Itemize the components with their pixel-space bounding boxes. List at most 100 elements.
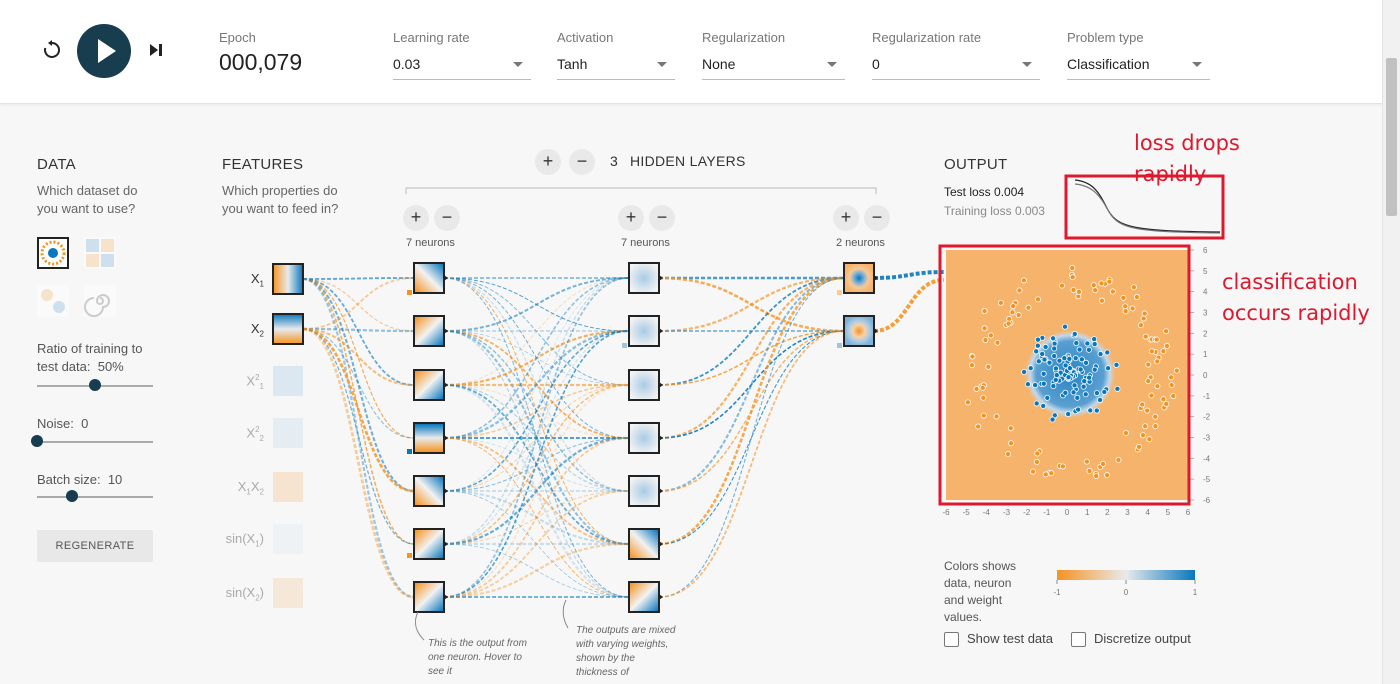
layer2-add-neuron-button[interactable]: + [618, 205, 644, 231]
chevron-down-icon [513, 62, 523, 67]
y-tick-label: -1 [1203, 392, 1211, 401]
play-button[interactable] [77, 24, 131, 78]
orange-data-point [1145, 361, 1152, 368]
batch-value: 10 [107, 472, 123, 487]
y-tick-label: 5 [1203, 267, 1208, 276]
link-l1n0-l2n2 [443, 277, 630, 386]
dataset-xor[interactable] [84, 237, 116, 269]
batch-slider-track[interactable] [37, 496, 153, 498]
layer1-add-neuron-button[interactable]: + [403, 205, 429, 231]
orange-data-point [987, 332, 994, 339]
orange-data-point [1083, 458, 1090, 465]
orange-data-point [1170, 393, 1177, 400]
orange-data-point [981, 325, 988, 332]
orange-data-point [1168, 374, 1175, 381]
scrollbar[interactable] [1382, 0, 1400, 684]
layer3-add-neuron-button[interactable]: + [833, 205, 859, 231]
orange-data-point [981, 308, 988, 315]
dataset-gaussian[interactable] [37, 285, 69, 317]
blue-data-point [1093, 390, 1100, 397]
dataset-spiral[interactable] [84, 285, 116, 317]
blue-data-point [1114, 385, 1121, 392]
regenerate-button[interactable]: REGENERATE [37, 530, 153, 562]
problem-type-select[interactable]: Classification [1067, 54, 1210, 80]
orange-data-point [1142, 423, 1149, 430]
feature-label-4: X22 [224, 425, 264, 443]
layer2-neuron-6-heatmap [630, 530, 658, 558]
show-test-data-checkbox[interactable] [944, 632, 959, 647]
layer3-remove-neuron-button[interactable]: − [864, 205, 890, 231]
batch-slider-knob[interactable] [65, 490, 78, 502]
link-f0-l1n1 [302, 278, 415, 332]
regularization-rate-select[interactable]: 0 [872, 54, 1040, 80]
layer2-neuron-3-heatmap [630, 371, 658, 399]
y-tick-label: 6 [1203, 246, 1208, 255]
feature-node-2[interactable] [272, 313, 304, 345]
discretize-output-checkbox[interactable] [1071, 632, 1086, 647]
feature-node-3[interactable] [273, 366, 303, 396]
show-test-data-label[interactable]: Show test data [967, 631, 1053, 646]
blue-data-point [1039, 350, 1046, 357]
layer1-neurons-label: 7 neurons [406, 237, 455, 249]
feature-label-part: 2 [255, 425, 260, 434]
orange-data-point [982, 337, 989, 344]
orange-data-point [1141, 310, 1148, 317]
link-l1n3-l2n0 [443, 277, 630, 439]
noise-slider-track[interactable] [37, 441, 153, 443]
feature-node-5[interactable] [273, 472, 303, 502]
add-layer-button[interactable]: + [535, 149, 561, 175]
test-loss: Test loss 0.004 [944, 185, 1024, 199]
step-icon[interactable] [148, 42, 164, 58]
link-f1-l1n1 [302, 327, 415, 333]
feature-node-1[interactable] [272, 263, 304, 295]
dataset-circle[interactable] [37, 237, 69, 269]
link-l1n2-l2n0 [443, 277, 630, 386]
blue-data-point [1041, 356, 1048, 363]
noise-label-text: Noise: [37, 416, 74, 431]
link-f1-l1n6 [302, 327, 415, 599]
data-subtitle: Which dataset do you want to use? [37, 183, 138, 216]
blue-data-point [1062, 362, 1069, 369]
noise-slider-knob[interactable] [31, 435, 43, 447]
layers-label: HIDDEN LAYERS [630, 153, 746, 169]
layer2-neuron-5-output-arrow [659, 488, 663, 494]
link-l1n6-l2n5 [443, 542, 630, 599]
orange-data-point [1142, 333, 1149, 340]
discretize-output-label[interactable]: Discretize output [1094, 631, 1191, 646]
circle-dataset-icon [39, 239, 67, 267]
blue-data-point [1051, 353, 1058, 360]
remove-layer-button[interactable]: − [569, 149, 595, 175]
orange-data-point [1163, 400, 1170, 407]
feature-label-part: 2 [259, 329, 264, 339]
layer3-neuron-1-heatmap [845, 264, 873, 292]
batch-label: Batch size: 10 [37, 472, 122, 487]
layer1-remove-neuron-button[interactable]: − [434, 205, 460, 231]
link-f0-l1n0 [302, 277, 415, 280]
y-tick-label: 2 [1203, 329, 1208, 338]
layer2-remove-neuron-button[interactable]: − [649, 205, 675, 231]
regularization-select[interactable]: None [702, 54, 845, 80]
legend-text: Colors shows data, neuron and weight val… [944, 559, 1017, 624]
feature-node-7[interactable] [273, 578, 303, 608]
orange-data-point [1104, 472, 1111, 479]
reset-icon[interactable] [42, 40, 62, 60]
blue-data-point [1033, 348, 1040, 355]
learning-rate-select[interactable]: 0.03 [393, 54, 531, 80]
feature-node-4[interactable] [273, 418, 303, 448]
scrollbar-thumb[interactable] [1386, 58, 1397, 216]
feature-label-part: X [250, 479, 260, 494]
link-l3n0-output [873, 270, 945, 280]
feature-label-part: ) [259, 531, 264, 546]
x-tick-label: 2 [1105, 508, 1110, 517]
ratio-slider-knob[interactable] [89, 379, 101, 391]
blue-data-point [1066, 355, 1073, 362]
layer1-neuron-2-heatmap [415, 317, 443, 345]
orange-data-point [1098, 280, 1105, 287]
weights-note: The outputs are mixed with varying weigh… [576, 625, 676, 678]
bias-indicator-6 [837, 343, 842, 348]
feature-node-6[interactable] [273, 524, 303, 554]
blue-data-point [1084, 340, 1091, 347]
layer2-neuron-1-output-arrow [659, 275, 663, 281]
orange-data-point [1115, 456, 1122, 463]
activation-select[interactable]: Tanh [557, 54, 675, 80]
